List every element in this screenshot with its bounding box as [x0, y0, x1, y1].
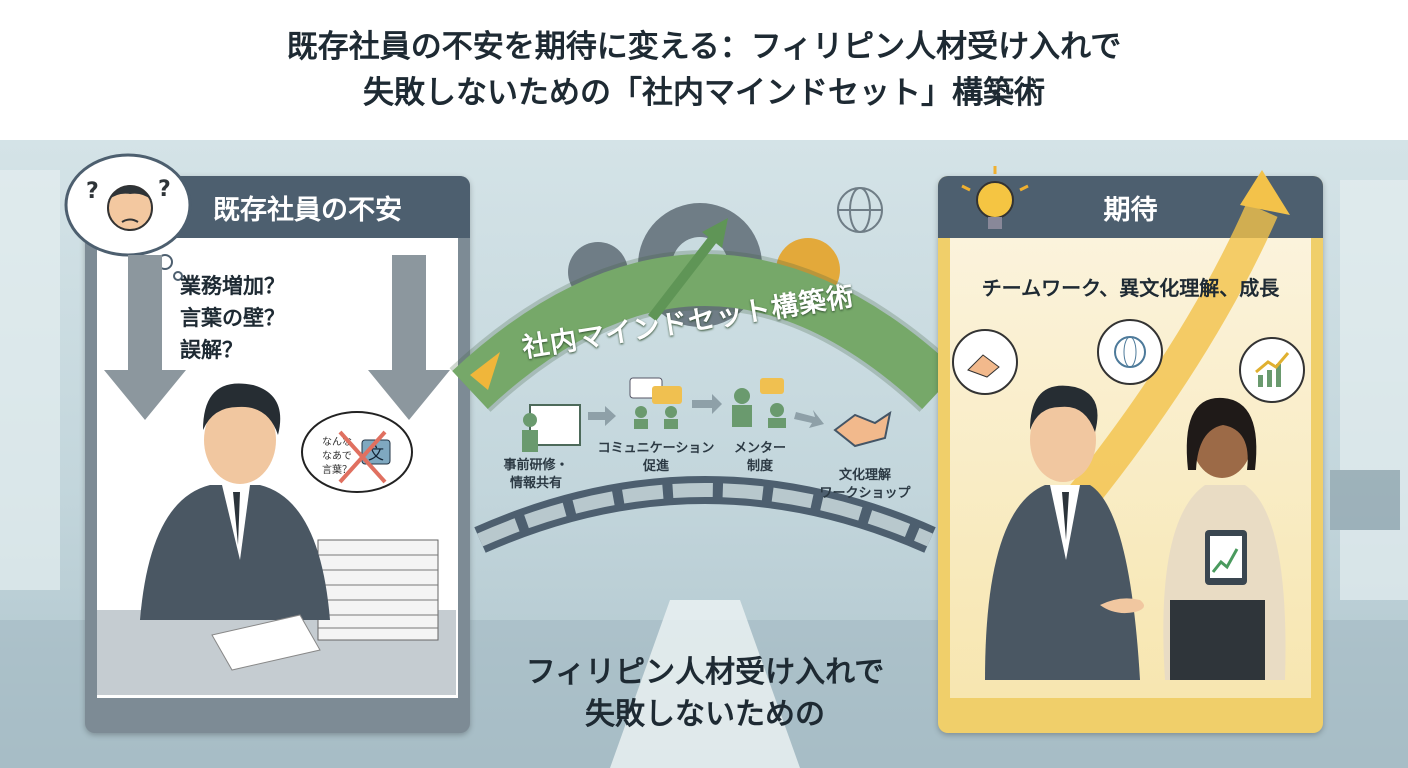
step-mentor-line2: 制度	[746, 459, 773, 474]
benefits-text: チームワーク、異文化理解、成長	[981, 276, 1280, 300]
title-line-2: 失敗しないための「社内マインドセット」構築術	[363, 75, 1045, 111]
step-communication-line1: コミュニケーション	[597, 441, 715, 456]
worry-workload: 業務増加？	[180, 274, 285, 298]
bottom-caption: フィリピン人材受け入れで 失敗しないための	[470, 652, 940, 736]
step-workshop-line1: 文化理解	[838, 468, 891, 483]
step-workshop: 文化理解ワークショップ	[800, 467, 930, 503]
expectation-panel: 期待	[938, 176, 1323, 733]
expectation-panel-heading: 期待	[938, 176, 1323, 238]
bottom-caption-line2: 失敗しないための	[585, 697, 825, 732]
bottom-caption-line1: フィリピン人材受け入れで	[525, 655, 885, 690]
worries-list: 業務増加？ 言葉の壁？ 誤解？	[180, 270, 285, 366]
worry-language: 言葉の壁？	[180, 306, 285, 330]
step-mentor-line1: メンター	[733, 441, 786, 456]
worry-misunderstanding: 誤解？	[180, 338, 243, 362]
step-training-line2: 情報共有	[509, 476, 562, 491]
anxiety-panel: 既存社員の不安	[85, 176, 470, 733]
step-mentor: メンター制度	[725, 440, 795, 476]
step-communication-line2: 促進	[642, 459, 669, 474]
step-communication: コミュニケーション促進	[586, 440, 726, 476]
step-training-line1: 事前研修・	[503, 458, 569, 473]
anxiety-panel-heading: 既存社員の不安	[85, 176, 470, 238]
step-training: 事前研修・情報共有	[496, 457, 576, 493]
page-header: 既存社員の不安を期待に変える：フィリピン人材受け入れで 失敗しないための「社内マ…	[0, 0, 1408, 140]
title-line-1: 既存社員の不安を期待に変える：フィリピン人材受け入れで	[286, 29, 1122, 65]
expectation-panel-body	[950, 238, 1311, 698]
step-workshop-line2: ワークショップ	[819, 486, 911, 501]
